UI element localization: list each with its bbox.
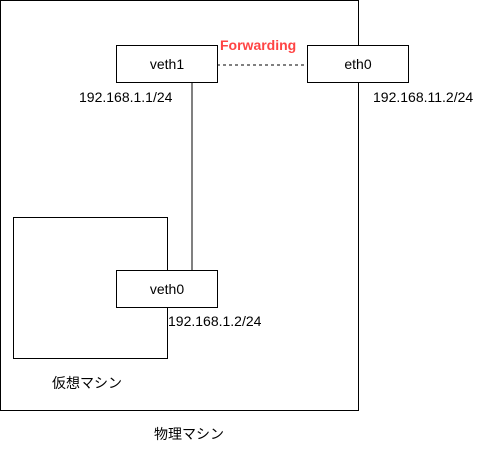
eth0-ip-label: 192.168.11.2/24 (373, 89, 474, 105)
veth0-ip-label: 192.168.1.2/24 (168, 313, 262, 329)
virtual-machine-label: 仮想マシン (52, 375, 122, 391)
eth0-node: eth0 (307, 45, 409, 83)
forwarding-label: Forwarding (220, 37, 297, 53)
veth1-node: veth1 (116, 45, 218, 83)
physical-machine-label: 物理マシン (154, 426, 224, 442)
veth1-label: veth1 (149, 56, 185, 72)
eth0-label: eth0 (344, 56, 372, 72)
veth1-ip-label: 192.168.1.1/24 (79, 89, 173, 105)
veth0-label: veth0 (149, 281, 185, 297)
veth0-node: veth0 (116, 270, 218, 308)
